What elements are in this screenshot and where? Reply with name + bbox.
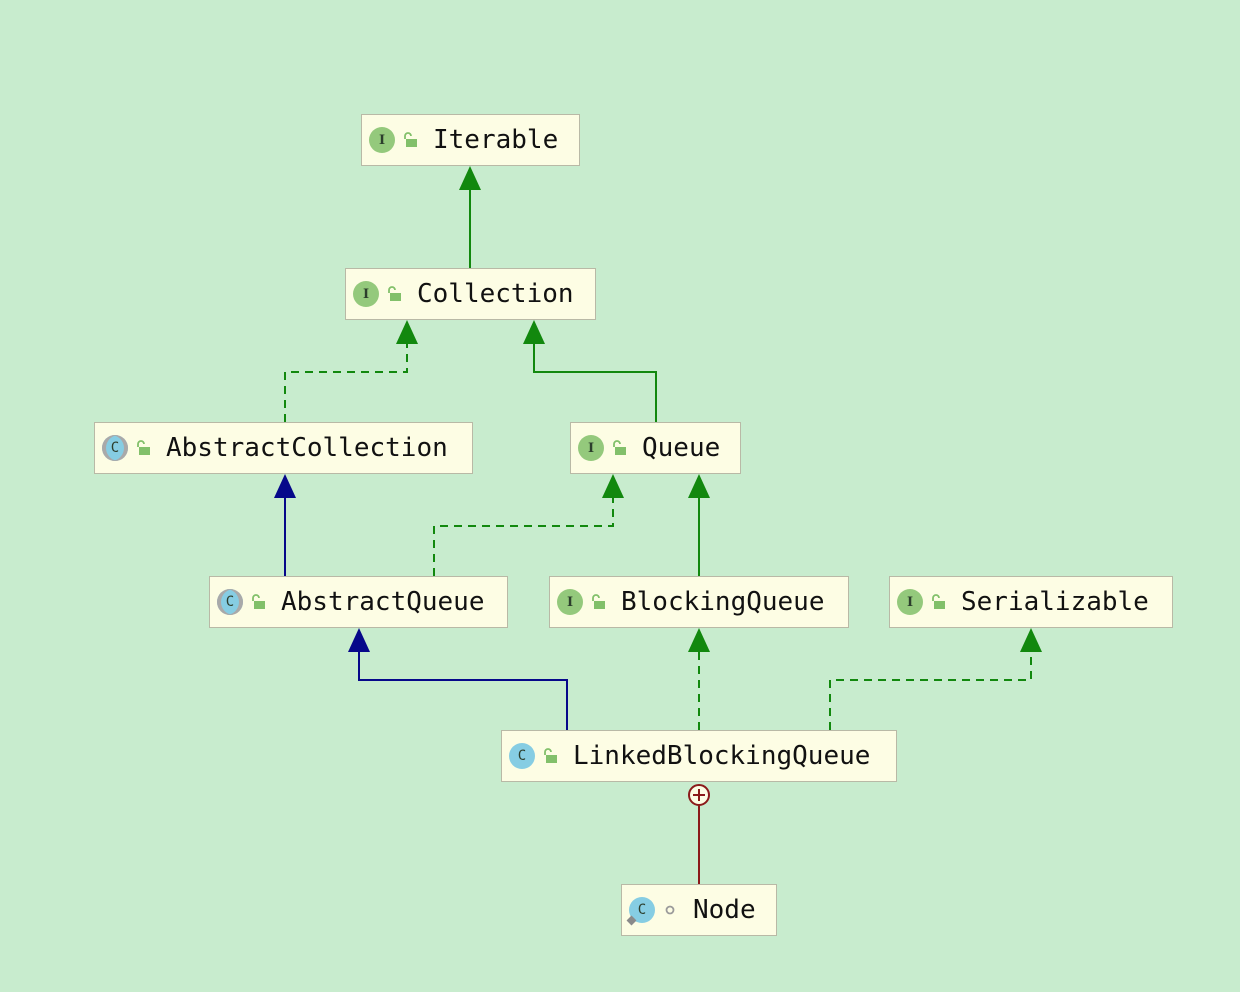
- arrow-head: [523, 320, 545, 344]
- node-label: Collection: [417, 279, 574, 309]
- arrow-head: [459, 166, 481, 190]
- node-iterable[interactable]: I Iterable: [361, 114, 580, 166]
- node-label: Serializable: [961, 587, 1149, 617]
- node-abstract-queue[interactable]: C AbstractQueue: [209, 576, 508, 628]
- abstract-class-icon: C: [217, 589, 243, 615]
- node-label: LinkedBlockingQueue: [573, 741, 871, 771]
- arrow-head: [348, 628, 370, 652]
- edge-line: [284, 344, 408, 422]
- node-serializable[interactable]: I Serializable: [889, 576, 1173, 628]
- node-collection[interactable]: I Collection: [345, 268, 596, 320]
- public-icon: [385, 285, 403, 303]
- arrow-head: [396, 320, 418, 344]
- edge-abstract-collection-to-collection: [284, 320, 418, 422]
- node-label: BlockingQueue: [621, 587, 825, 617]
- edge-line: [533, 344, 657, 422]
- interface-icon: I: [353, 281, 379, 307]
- node-linked-blocking-queue[interactable]: C LinkedBlockingQueue: [501, 730, 897, 782]
- arrow-head: [688, 474, 710, 498]
- arrow-head: [688, 628, 710, 652]
- interface-icon: I: [557, 589, 583, 615]
- arrow-head: [274, 474, 296, 498]
- edge-linked-blocking-queue-to-abstract-queue: [348, 628, 568, 730]
- edge-abstract-queue-to-queue: [433, 474, 624, 576]
- public-icon: [610, 439, 628, 457]
- edge-line: [358, 652, 568, 730]
- node-node[interactable]: C Node: [621, 884, 777, 936]
- public-icon: [929, 593, 947, 611]
- arrow-head: [1020, 628, 1042, 652]
- interface-icon: I: [578, 435, 604, 461]
- interface-icon: I: [897, 589, 923, 615]
- public-icon: [401, 131, 419, 149]
- edge-queue-to-collection: [523, 320, 657, 422]
- inner-class-icon: C: [629, 897, 655, 923]
- node-abstract-collection[interactable]: C AbstractCollection: [94, 422, 473, 474]
- edge-node-to-linked-blocking-queue: [688, 784, 710, 884]
- package-private-icon: [661, 901, 679, 919]
- public-icon: [589, 593, 607, 611]
- edge-blocking-queue-to-queue: [688, 474, 710, 576]
- node-label: Iterable: [433, 125, 559, 155]
- class-icon: C: [509, 743, 535, 769]
- edge-linked-blocking-queue-to-serializable: [829, 628, 1042, 730]
- node-label: Queue: [642, 433, 721, 463]
- arrow-head: [602, 474, 624, 498]
- interface-icon: I: [369, 127, 395, 153]
- public-icon: [134, 439, 152, 457]
- node-queue[interactable]: I Queue: [570, 422, 741, 474]
- edge-abstract-queue-to-abstract-collection: [274, 474, 296, 576]
- edge-line: [829, 652, 1032, 730]
- public-icon: [249, 593, 267, 611]
- public-icon: [541, 747, 559, 765]
- node-label: AbstractQueue: [281, 587, 485, 617]
- node-label: Node: [693, 895, 756, 925]
- node-label: AbstractCollection: [166, 433, 448, 463]
- inner-class-plus: [693, 789, 705, 801]
- abstract-class-icon: C: [102, 435, 128, 461]
- edge-collection-to-iterable: [459, 166, 481, 268]
- node-blocking-queue[interactable]: I BlockingQueue: [549, 576, 849, 628]
- edge-linked-blocking-queue-to-blocking-queue: [688, 628, 710, 730]
- edge-line: [433, 498, 614, 576]
